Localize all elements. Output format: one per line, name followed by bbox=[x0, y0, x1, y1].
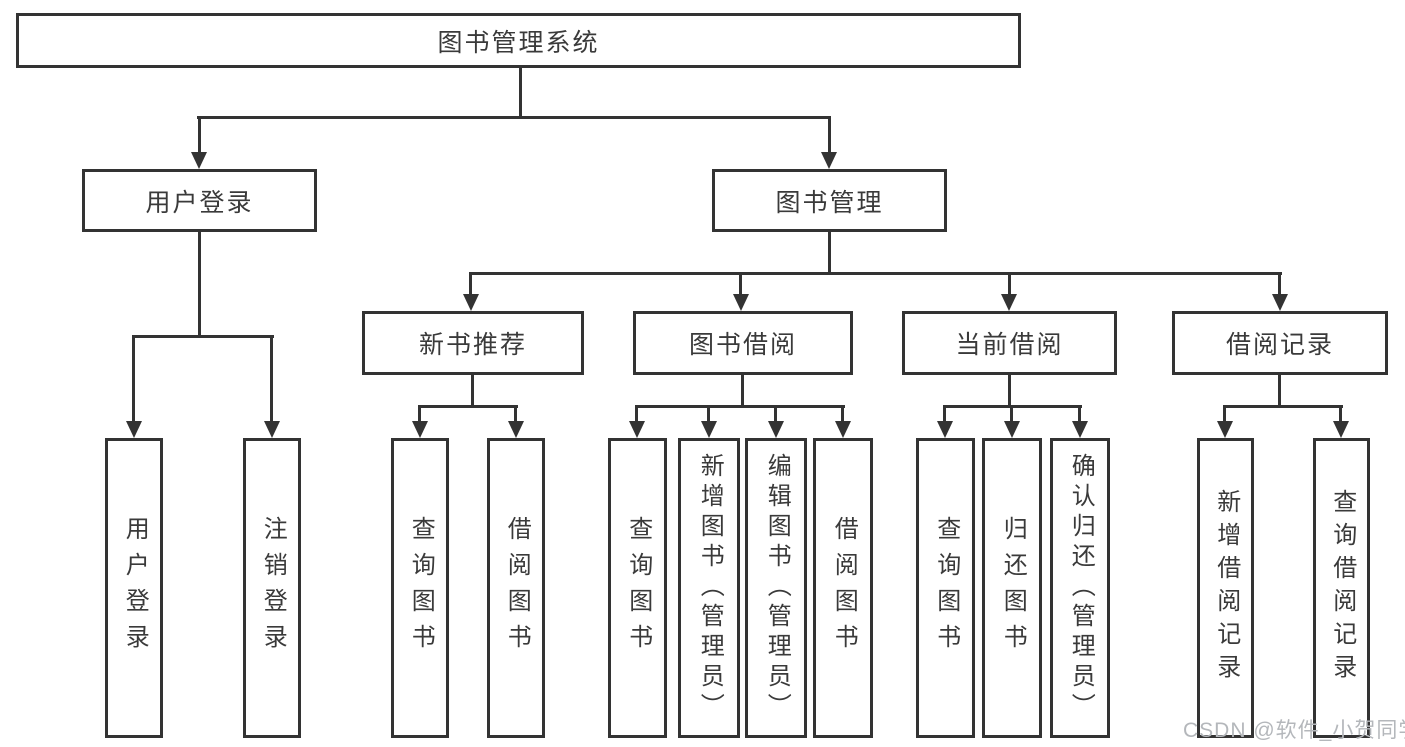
connector-stem bbox=[519, 66, 522, 119]
connector-drop bbox=[707, 405, 710, 421]
arrow-down-icon bbox=[701, 421, 717, 438]
node-label: 编辑图书（管理员） bbox=[763, 453, 791, 723]
connector-hline bbox=[197, 116, 831, 119]
connector-drop bbox=[841, 405, 844, 421]
connector-drop bbox=[270, 335, 273, 421]
arrow-down-icon bbox=[821, 152, 837, 169]
arrow-down-icon bbox=[1333, 421, 1349, 438]
leaf-query-borrow-record: 查询借阅记录 bbox=[1313, 438, 1370, 738]
connector-drop bbox=[635, 405, 638, 421]
arrow-down-icon bbox=[629, 421, 645, 438]
arrow-down-icon bbox=[733, 294, 749, 311]
node-label: 借阅图书 bbox=[830, 516, 858, 660]
arrow-down-icon bbox=[937, 421, 953, 438]
connector-drop bbox=[132, 335, 135, 421]
leaf-add-books-admin: 新增图书（管理员） bbox=[678, 438, 740, 738]
node-label: 新增图书（管理员） bbox=[696, 453, 724, 723]
node-label: 查询图书 bbox=[407, 516, 435, 660]
connector-drop bbox=[1078, 405, 1081, 421]
node-current-borrowing: 当前借阅 bbox=[902, 311, 1117, 375]
node-system-root: 图书管理系统 bbox=[16, 13, 1021, 68]
connector-drop bbox=[514, 405, 517, 421]
node-label: 用户登录 bbox=[145, 188, 254, 217]
connector-drop bbox=[943, 405, 946, 421]
connector-stem bbox=[1278, 375, 1281, 405]
connector-hline bbox=[133, 335, 274, 338]
connector-stem bbox=[198, 232, 201, 337]
connector-stem bbox=[741, 375, 744, 405]
node-label: 图书管理 bbox=[775, 188, 884, 217]
arrow-down-icon bbox=[768, 421, 784, 438]
node-label: 图书借阅 bbox=[688, 331, 797, 359]
leaf-query-books-recommend: 查询图书 bbox=[391, 438, 449, 738]
leaf-confirm-return-admin: 确认归还（管理员） bbox=[1050, 438, 1110, 738]
leaf-edit-books-admin: 编辑图书（管理员） bbox=[745, 438, 807, 738]
connector-drop bbox=[828, 116, 831, 154]
leaf-return-books: 归还图书 bbox=[982, 438, 1042, 738]
connector-drop bbox=[1339, 405, 1342, 421]
arrow-down-icon bbox=[835, 421, 851, 438]
connector-drop bbox=[198, 116, 201, 154]
node-borrowing-records: 借阅记录 bbox=[1172, 311, 1388, 375]
leaf-query-books-borrowing: 查询图书 bbox=[608, 438, 667, 738]
node-book-borrowing: 图书借阅 bbox=[633, 311, 853, 375]
node-label: 借阅记录 bbox=[1225, 331, 1334, 359]
connector-drop bbox=[469, 272, 472, 294]
connector-hline bbox=[418, 405, 518, 408]
leaf-user-login: 用户登录 bbox=[105, 438, 163, 738]
node-label: 归还图书 bbox=[999, 516, 1027, 660]
node-label: 借阅图书 bbox=[503, 516, 531, 660]
connector-hline bbox=[635, 405, 845, 408]
leaf-logout: 注销登录 bbox=[243, 438, 301, 738]
node-label: 新书推荐 bbox=[418, 331, 527, 359]
arrow-down-icon bbox=[126, 421, 142, 438]
leaf-borrow-books-recommend: 借阅图书 bbox=[487, 438, 545, 738]
node-label: 查询图书 bbox=[932, 516, 960, 660]
node-label: 注销登录 bbox=[259, 516, 287, 660]
node-label: 查询图书 bbox=[624, 516, 652, 660]
node-label: 查询借阅记录 bbox=[1328, 489, 1356, 687]
arrow-down-icon bbox=[191, 152, 207, 169]
connector-drop bbox=[1010, 405, 1013, 421]
watermark: CSDN @软件_小贺同学 bbox=[1183, 719, 1405, 742]
arrow-down-icon bbox=[1072, 421, 1088, 438]
node-label: 新增借阅记录 bbox=[1212, 489, 1240, 687]
node-user-login: 用户登录 bbox=[82, 169, 317, 232]
leaf-query-books-current: 查询图书 bbox=[916, 438, 975, 738]
arrow-down-icon bbox=[264, 421, 280, 438]
arrow-down-icon bbox=[1001, 294, 1017, 311]
arrow-down-icon bbox=[1272, 294, 1288, 311]
connector-hline bbox=[470, 272, 1282, 275]
connector-drop bbox=[1008, 272, 1011, 294]
node-label: 图书管理系统 bbox=[437, 28, 600, 57]
connector-stem bbox=[1008, 375, 1011, 405]
node-label: 当前借阅 bbox=[955, 331, 1064, 359]
connector-drop bbox=[739, 272, 742, 294]
connector-drop bbox=[1223, 405, 1226, 421]
arrow-down-icon bbox=[508, 421, 524, 438]
connector-stem bbox=[471, 375, 474, 405]
node-label: 用户登录 bbox=[121, 516, 149, 660]
leaf-add-borrow-record: 新增借阅记录 bbox=[1197, 438, 1254, 738]
connector-stem bbox=[828, 232, 831, 275]
arrow-down-icon bbox=[412, 421, 428, 438]
arrow-down-icon bbox=[463, 294, 479, 311]
connector-drop bbox=[418, 405, 421, 421]
arrow-down-icon bbox=[1217, 421, 1233, 438]
node-label: 确认归还（管理员） bbox=[1067, 453, 1095, 723]
connector-drop bbox=[1278, 272, 1281, 294]
node-book-management: 图书管理 bbox=[712, 169, 947, 232]
connector-drop bbox=[774, 405, 777, 421]
arrow-down-icon bbox=[1004, 421, 1020, 438]
connector-hline bbox=[1223, 405, 1343, 408]
leaf-borrow-books: 借阅图书 bbox=[813, 438, 873, 738]
node-new-book-recommend: 新书推荐 bbox=[362, 311, 584, 375]
